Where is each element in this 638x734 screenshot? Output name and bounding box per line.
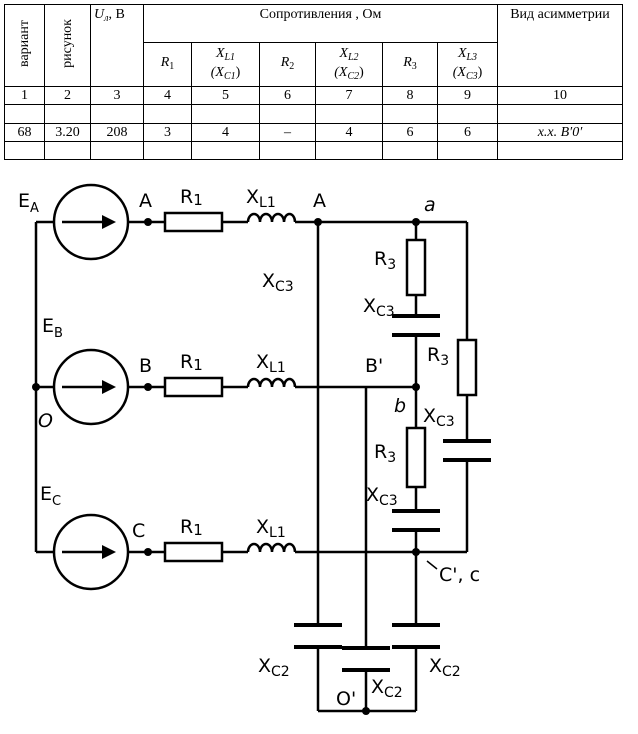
labels: EA EB EC O A B C R1 R1 R1 XL1 XL1 XL1 A …: [18, 186, 480, 710]
resistor-r3-bc: [405, 426, 427, 489]
header-row-1: вариант рисунок Uл, В Сопротивления , Ом…: [4, 4, 623, 87]
label-xl1-b: XL1: [256, 351, 286, 376]
sources: [52, 183, 130, 591]
label-r3-bc: R3: [374, 441, 396, 466]
cell-xl3: 6: [437, 123, 498, 142]
label-xc2-left: XC2: [258, 655, 290, 680]
col-r3: R3: [382, 42, 438, 87]
label-ea: EA: [18, 190, 39, 216]
cell-ul: 208: [90, 123, 144, 142]
label-c-left: C: [132, 520, 145, 542]
inductor-xl1-c: [246, 542, 297, 553]
inductors: [246, 212, 297, 553]
resistor-r1-c: [163, 541, 224, 563]
label-r3-ac: R3: [427, 344, 449, 369]
source-eb: [52, 348, 130, 426]
label-xc3-ab: XC3: [363, 295, 395, 320]
label-r1-b: R1: [180, 351, 203, 374]
label-cc: C', c: [439, 564, 480, 586]
resistor-r3-ac: [456, 338, 478, 397]
header-ul: Uл, В: [90, 4, 144, 87]
label-eb: EB: [42, 315, 63, 341]
wires: [34, 220, 469, 713]
resistors: [163, 211, 478, 563]
parameter-table: вариант рисунок Uл, В Сопротивления , Ом…: [4, 4, 623, 160]
num-cell: 1: [4, 86, 45, 105]
nodes: [32, 218, 420, 715]
label-bprime: B': [365, 355, 383, 377]
cell-asym: х.х. B′0′: [497, 123, 623, 142]
header-figure: рисунок: [44, 4, 91, 87]
num-cell: 7: [315, 86, 383, 105]
label-a-small: a: [424, 194, 436, 216]
col-xl3: XL3(XC3): [437, 42, 498, 87]
label-cc-leader: [426, 560, 438, 570]
header-row-2: R1 XL1(XC1) R2 XL2(XC2) R3 XL3(XC3): [5, 42, 623, 87]
resistor-r1-a: [163, 211, 224, 233]
num-cell: 8: [382, 86, 438, 105]
source-ec: [52, 513, 130, 591]
num-cell: 10: [497, 86, 623, 105]
source-ea: [52, 183, 130, 261]
header-resistances: Сопротивления , Ом: [143, 4, 498, 43]
capacitors: [294, 314, 491, 672]
cell-r1: 3: [143, 123, 192, 142]
cell-r3: 6: [382, 123, 438, 142]
number-row: 1 2 3 4 5 6 7 8 9 10: [4, 86, 623, 105]
label-xc3-center: XC3: [262, 270, 294, 295]
label-b-left: B: [139, 355, 152, 377]
num-cell: 4: [143, 86, 192, 105]
label-r1-a: R1: [180, 186, 203, 209]
cell-xl2: 4: [315, 123, 383, 142]
label-xc3-ac: XC3: [423, 405, 455, 430]
header-asym: Вид асимметрии: [497, 4, 623, 87]
col-xl1: XL1(XC1): [191, 42, 260, 87]
num-cell: 5: [191, 86, 260, 105]
label-xc2-mid: XC2: [371, 676, 403, 701]
label-xl1-c: XL1: [256, 516, 286, 541]
num-cell: 6: [259, 86, 316, 105]
label-r3-ab: R3: [374, 248, 396, 273]
parameter-table-area: вариант рисунок Uл, В Сопротивления , Ом…: [0, 0, 638, 160]
label-b-small: b: [394, 395, 406, 417]
label-a-left: A: [139, 190, 152, 212]
gap-row: [4, 104, 623, 124]
circuit-diagram: EA EB EC O A B C R1 R1 R1 XL1 XL1 XL1 A …: [18, 183, 491, 715]
cell-variant: 68: [4, 123, 45, 142]
label-o: O: [38, 410, 53, 432]
label-ec: EC: [40, 483, 61, 509]
num-cell: 2: [44, 86, 91, 105]
label-a-node: A: [313, 190, 326, 212]
cut-row: [4, 141, 623, 160]
inductor-xl1-b: [246, 377, 297, 388]
data-row: 68 3.20 208 3 4 – 4 6 6 х.х. B′0′: [4, 123, 623, 142]
label-xc2-right: XC2: [429, 655, 461, 680]
label-xl1-a: XL1: [246, 186, 276, 211]
cell-xl1: 4: [191, 123, 260, 142]
label-oprime: O': [336, 688, 356, 710]
cell-r2: –: [259, 123, 316, 142]
col-r1: R1: [143, 42, 192, 87]
num-cell: 9: [437, 86, 498, 105]
resistor-r1-b: [163, 376, 224, 398]
header-variant: вариант: [4, 4, 45, 87]
label-xc3-bc: XC3: [366, 484, 398, 509]
label-r1-c: R1: [180, 516, 203, 539]
num-cell: 3: [90, 86, 144, 105]
resistor-r3-ab: [405, 238, 427, 297]
cell-figure: 3.20: [44, 123, 91, 142]
inductor-xl1-a: [246, 212, 297, 223]
col-xl2: XL2(XC2): [315, 42, 383, 87]
col-r2: R2: [259, 42, 316, 87]
